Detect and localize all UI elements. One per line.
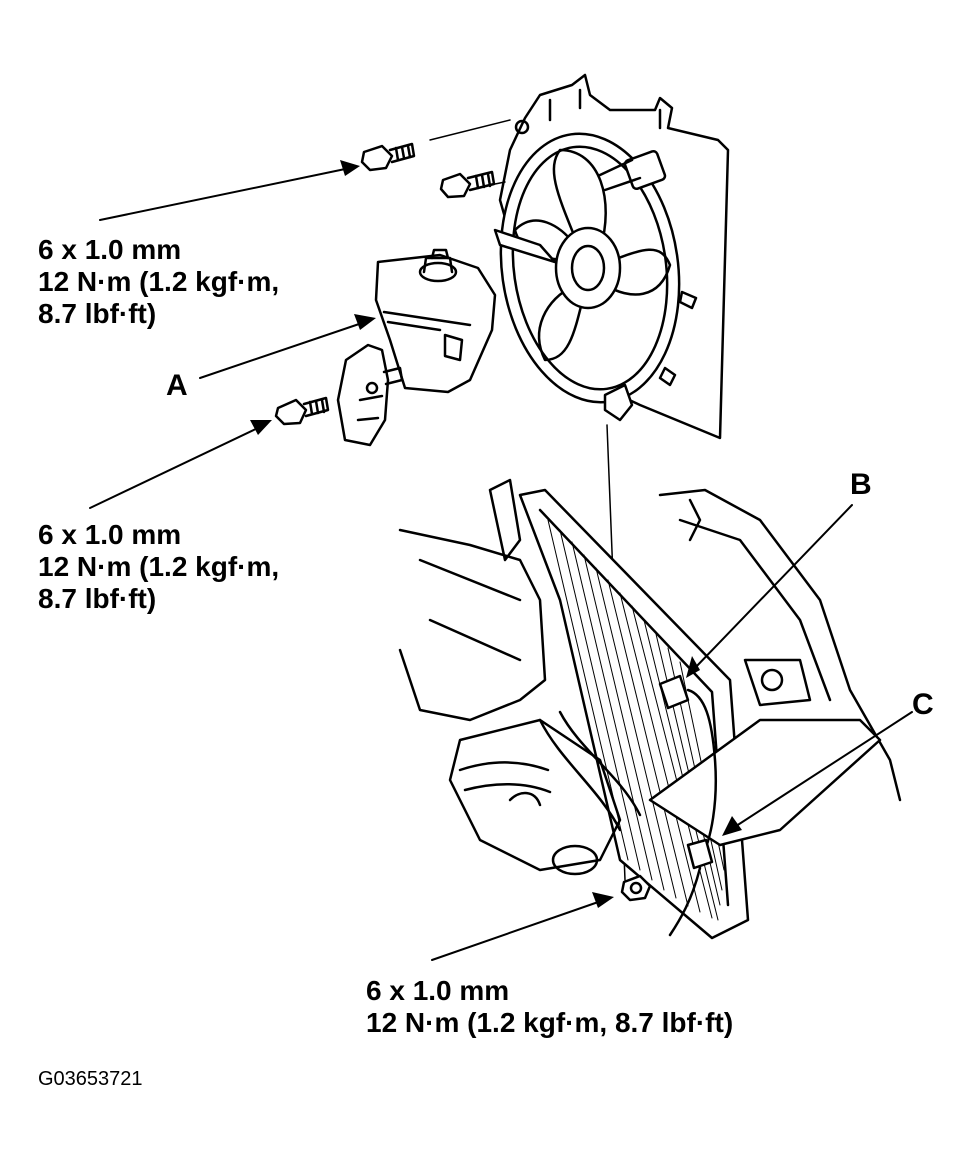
radiator-core [518, 488, 750, 940]
spec-torque: 12 N·m (1.2 kgf·m, [38, 266, 280, 297]
upper-right-bolt [439, 170, 496, 199]
connector-b [658, 674, 718, 862]
spec-torque-imperial: 8.7 lbf·ft) [38, 583, 157, 614]
spec-size: 6 x 1.0 mm [366, 975, 510, 1006]
spec-torque-imperial: 8.7 lbf·ft) [38, 298, 157, 329]
spec-size: 6 x 1.0 mm [38, 234, 182, 265]
arrow-heads [250, 160, 742, 908]
leader-lines [89, 167, 913, 961]
figure-id: G03653721 [38, 1068, 143, 1090]
connector-c [668, 838, 714, 937]
spec-torque: 12 N·m (1.2 kgf·m, 8.7 lbf·ft) [366, 1007, 734, 1038]
radiator-support [658, 488, 902, 802]
upper-left-bolt [360, 142, 416, 172]
reservoir-bracket [336, 343, 404, 447]
coolant-reservoir [374, 248, 497, 394]
callout-b: B [850, 468, 872, 501]
radiator-hose [458, 710, 642, 832]
lower-shroud-plate [648, 718, 882, 847]
lower-bolt-torque-spec: 6 x 1.0 mm 12 N·m (1.2 kgf·m, 8.7 lbf·ft… [366, 975, 733, 1039]
spec-torque: 12 N·m (1.2 kgf·m, [38, 551, 280, 582]
bracket-bolt-torque-spec: 6 x 1.0 mm 12 N·m (1.2 kgf·m, 8.7 lbf·ft… [38, 519, 279, 615]
spec-size: 6 x 1.0 mm [38, 519, 182, 550]
callout-a: A [166, 369, 188, 402]
fan-blades [513, 148, 672, 362]
fan-motor-connector [598, 149, 667, 192]
lower-bolt [620, 874, 652, 902]
upper-bolt-torque-spec: 6 x 1.0 mm 12 N·m (1.2 kgf·m, 8.7 lbf·ft… [38, 234, 279, 330]
engine-bay-left [398, 478, 622, 876]
callout-c: C [912, 688, 934, 721]
bracket-bolt [274, 396, 330, 426]
shroud-bracket-tab [493, 119, 698, 422]
